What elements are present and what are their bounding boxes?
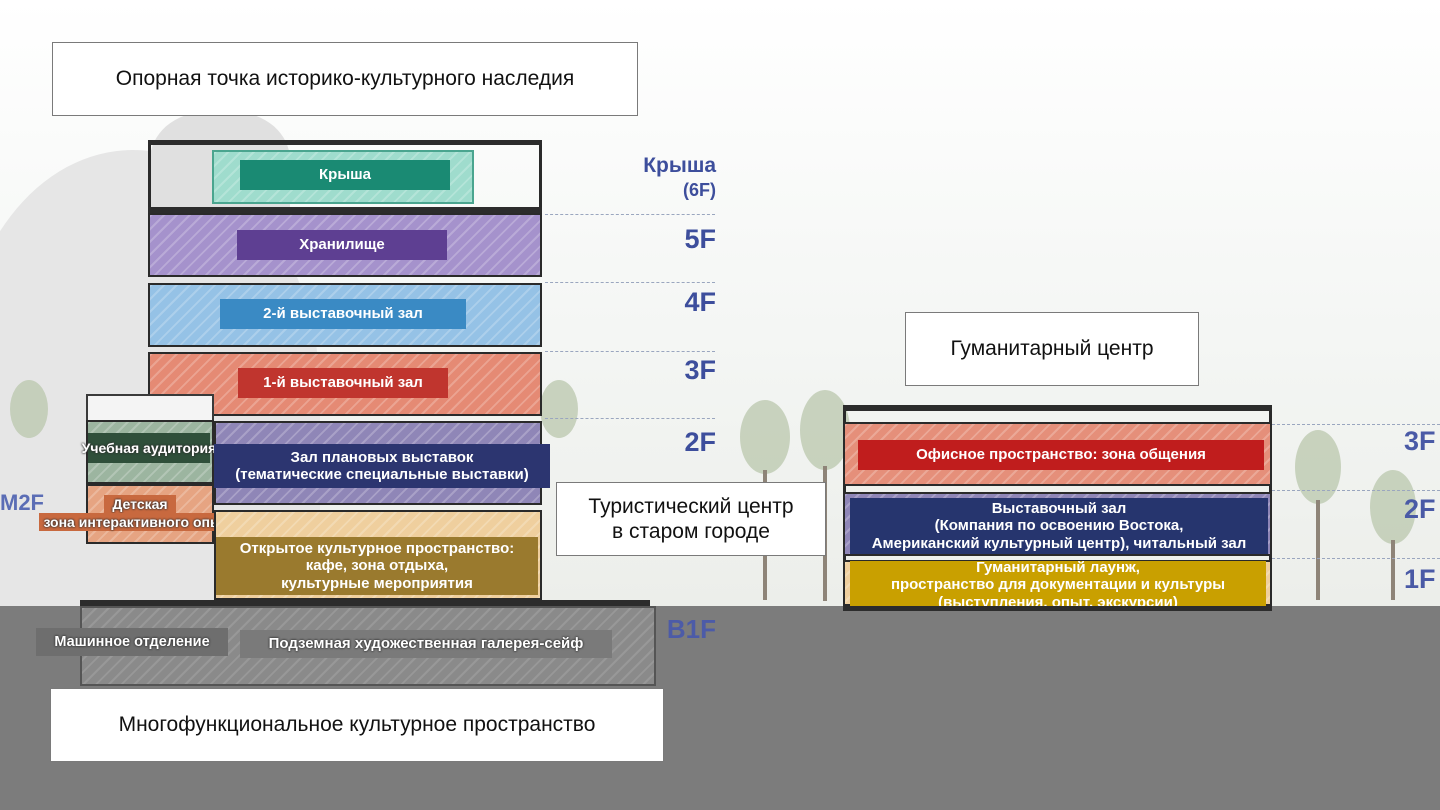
planned-line-1: Зал плановых выставок — [290, 448, 474, 466]
exhibit-line-1: Выставочный зал — [991, 500, 1127, 518]
ground-slab — [80, 600, 650, 606]
tree — [540, 380, 578, 438]
space-underground-gallery: Подземная художественная галерея-сейф — [240, 630, 612, 658]
level-line — [1272, 558, 1440, 559]
floor-tag-m2f: M2F — [0, 490, 44, 515]
floor-tag-b1f: B1F — [666, 614, 716, 644]
space-exhibition-hall-2: 2-й выставочный зал — [220, 299, 466, 329]
space-roof: Крыша — [240, 160, 450, 190]
tree — [800, 390, 850, 470]
open-line-2: кафе, зона отдыха, — [305, 557, 449, 575]
level-line — [545, 282, 715, 283]
level-line — [545, 214, 715, 215]
exhibit-line-3: Американский культурный центр), читальны… — [871, 534, 1247, 552]
callout-humanities-center: Гуманитарный центр — [905, 312, 1199, 386]
tree — [10, 380, 48, 438]
kids-line-1: Детская — [104, 494, 176, 513]
humanities-roof-slab — [843, 405, 1272, 411]
open-line-3: культурные мероприятия — [281, 574, 473, 592]
space-kids-zone: Детская зона интерактивного опыта — [22, 494, 258, 532]
humanities-floor-tag-1f: 1F — [1404, 564, 1436, 594]
kids-line-2: зона интерактивного опыта — [39, 513, 241, 532]
space-humanities-lounge: Гуманитарный лаунж, пространство для док… — [850, 559, 1266, 611]
humanities-floor-tag-3f: 3F — [1404, 426, 1436, 456]
floor-slab — [148, 207, 542, 213]
space-planned-exhibitions: Зал плановых выставок (тематические спец… — [214, 444, 550, 488]
level-line — [1272, 490, 1440, 491]
lounge-line-1: Гуманитарный лаунж, — [976, 559, 1140, 577]
roof-slab — [148, 140, 542, 145]
callout-tourist-center: Туристический центр в старом городе — [556, 482, 826, 556]
tourist-line-1: Туристический центр — [588, 494, 794, 518]
tourist-line-2: в старом городе — [612, 520, 770, 543]
tree — [1295, 430, 1341, 504]
exhibit-line-2: (Компания по освоению Востока, — [934, 517, 1184, 535]
callout-multifunctional: Многофункциональное культурное пространс… — [50, 688, 664, 762]
space-storage: Хранилище — [237, 230, 447, 260]
floor-tag-3f: 3F — [684, 355, 716, 385]
level-line — [545, 418, 715, 419]
level-line — [1272, 424, 1440, 425]
planned-line-2: (тематические специальные выставки) — [235, 466, 529, 483]
open-line-1: Открытое культурное пространство: — [239, 540, 515, 558]
tree — [1370, 470, 1416, 544]
roof-frame — [148, 145, 542, 207]
tree-trunk — [1316, 500, 1320, 600]
floor-tag-roof-line-1: Крыша — [643, 154, 716, 177]
space-machine-room: Машинное отделение — [36, 628, 228, 656]
floor-tag-roof-line-2: (6F) — [683, 180, 716, 201]
floor-tag-4f: 4F — [684, 287, 716, 317]
floor-tag-2f: 2F — [684, 427, 716, 457]
humanities-ground-slab — [843, 606, 1272, 611]
space-exhibition-hall-1: 1-й выставочный зал — [238, 368, 448, 398]
tree — [740, 400, 790, 474]
tree-trunk — [1391, 540, 1395, 600]
space-classroom: Учебная аудитория — [82, 433, 216, 463]
space-exhibition-hall: Выставочный зал (Компания по освоению Во… — [850, 498, 1268, 554]
space-office: Офисное пространство: зона общения — [858, 440, 1264, 470]
space-open-culture: Открытое культурное пространство: кафе, … — [216, 537, 538, 595]
floor-tag-5f: 5F — [684, 224, 716, 254]
level-line — [545, 351, 715, 352]
callout-heritage: Опорная точка историко-культурного насле… — [52, 42, 638, 116]
floor-tag-roof: Крыша (6F) — [600, 153, 716, 202]
humanities-floor-tag-2f: 2F — [1404, 494, 1436, 524]
lounge-line-2: пространство для документации и культуры — [890, 576, 1226, 594]
